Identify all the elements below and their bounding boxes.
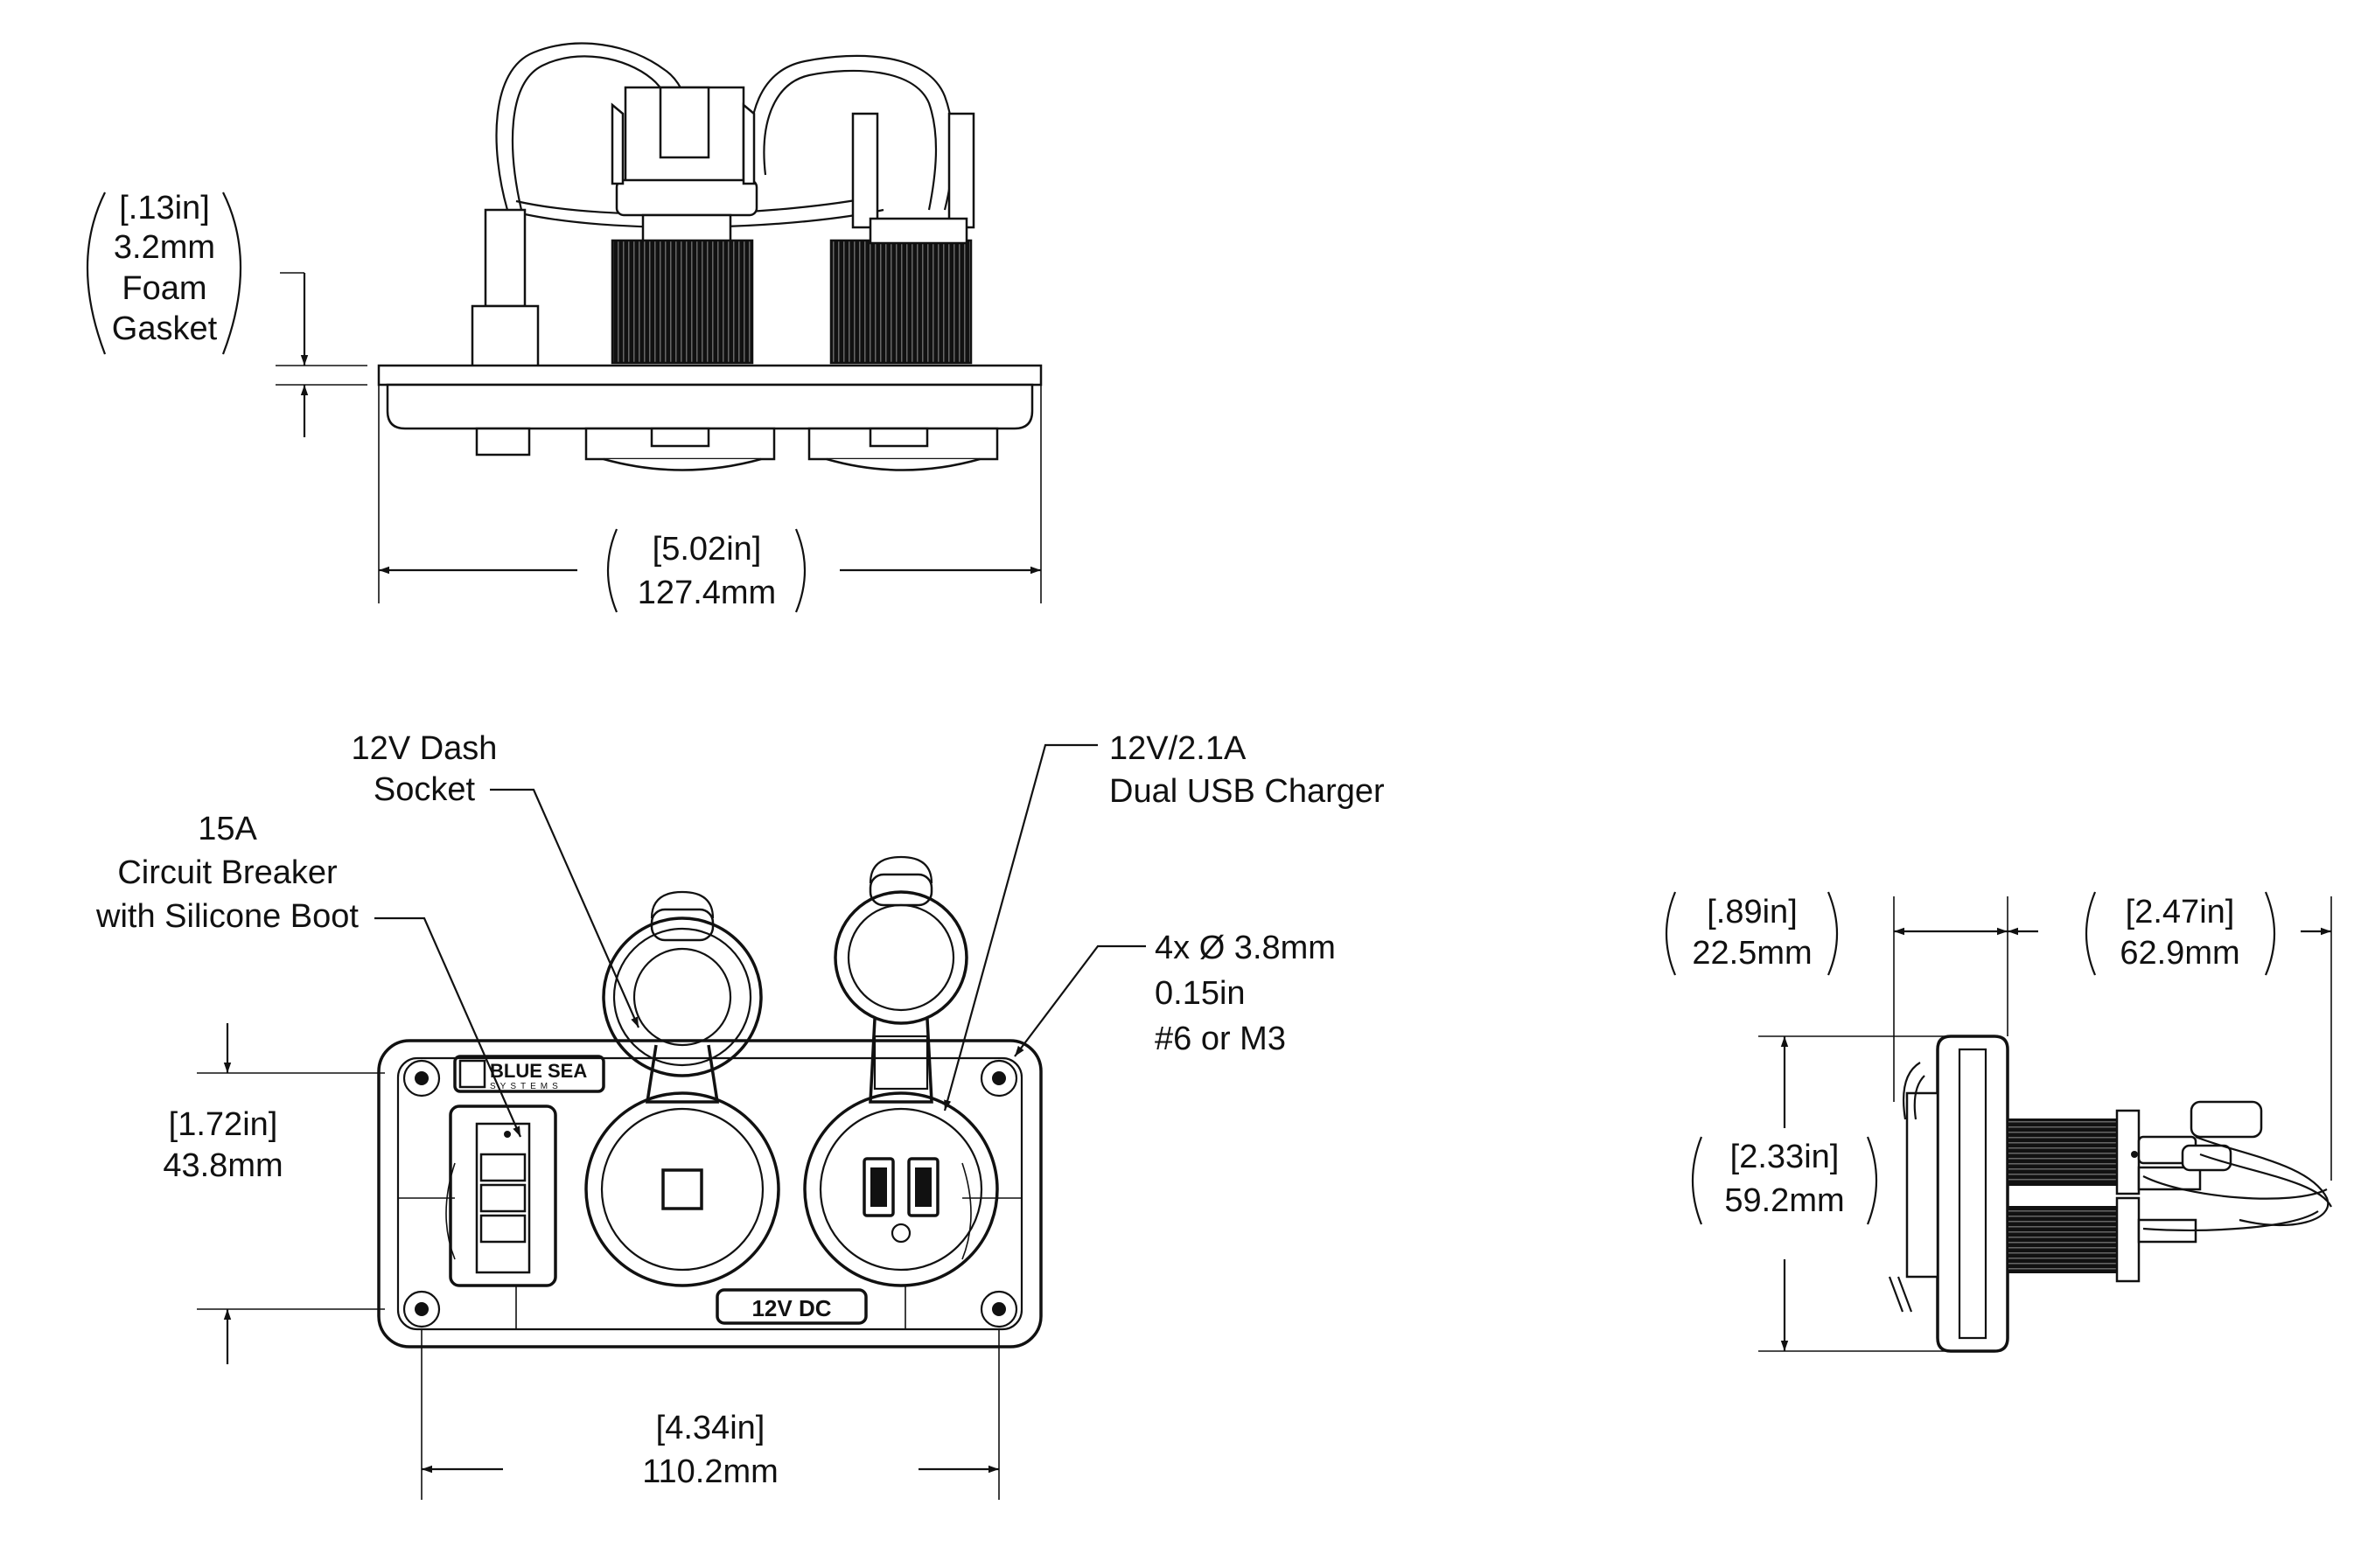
usb-terminals: [851, 112, 975, 245]
gasket-mm-label: 3.2mm: [114, 229, 215, 266]
side-depth-dimensions: [.89in] 22.5mm [2.47in] 62.9mm: [1665, 891, 2332, 1181]
usb-charger-thread: [829, 239, 973, 365]
top-view: [.13in] 3.2mm Foam Gasket [5.02in] 127.4…: [86, 42, 1043, 613]
depth-front-mm-label: 22.5mm: [1692, 935, 1812, 972]
breaker-label-line3: with Silicone Boot: [95, 898, 359, 935]
mounting-holes: [402, 1059, 1018, 1328]
brand-line1: BLUE SEA: [490, 1060, 587, 1082]
gasket-dimension: [.13in] 3.2mm Foam Gasket: [86, 190, 367, 437]
usb-charger: [803, 855, 999, 1287]
holes-label-line3: #6 or M3: [1155, 1021, 1286, 1057]
hole-spacing-dimension: [4.34in] 110.2mm: [421, 1329, 1000, 1500]
gasket-label-line2: Gasket: [112, 310, 218, 347]
side-view: [2.33in] 59.2mm [.89in] 22.5mm [2.47in] …: [1665, 891, 2332, 1353]
depth-back-mm-label: 62.9mm: [2120, 935, 2239, 972]
dash-socket-thread: [611, 239, 754, 365]
usb-label-line1: 12V/2.1A: [1109, 730, 1247, 767]
brand-logo: BLUE SEA SYSTEMS: [453, 1055, 605, 1093]
side-height-in-label: [2.33in]: [1730, 1139, 1840, 1175]
usb-charger-callout: 12V/2.1A Dual USB Charger: [943, 730, 1385, 1112]
breaker-callout: 15A Circuit Breaker with Silicone Boot: [95, 811, 522, 1138]
plate-label: 12V DC: [716, 1288, 868, 1325]
brand-line2: SYSTEMS: [490, 1082, 562, 1091]
dash-socket-label-line1: 12V Dash: [352, 730, 498, 767]
plate-label-text: 12V DC: [751, 1295, 831, 1321]
usb-label-line2: Dual USB Charger: [1109, 773, 1385, 810]
front-height-mm-label: 43.8mm: [163, 1147, 283, 1184]
front-view: BLUE SEA SYSTEMS: [95, 730, 1385, 1500]
holes-callout: 4x Ø 3.8mm 0.15in #6 or M3: [1014, 930, 1336, 1057]
width-mm-label: 127.4mm: [638, 575, 776, 611]
front-height-dimension: [1.72in] 43.8mm: [163, 1023, 385, 1364]
front-height-in-label: [1.72in]: [169, 1106, 278, 1143]
width-dimension: [5.02in] 127.4mm: [378, 385, 1042, 613]
gasket-label-line1: Foam: [122, 270, 206, 307]
width-in-label: [5.02in]: [653, 531, 762, 568]
dash-socket-callout: 12V Dash Socket: [352, 730, 640, 1028]
fuse-holder: [611, 86, 758, 243]
depth-front-in-label: [.89in]: [1707, 894, 1798, 930]
circuit-breaker: [449, 1105, 557, 1287]
dash-socket: [584, 890, 780, 1287]
side-height-mm-label: 59.2mm: [1724, 1182, 1844, 1219]
breaker-terminal: [471, 208, 540, 369]
breaker-label-line1: 15A: [198, 811, 257, 847]
hole-spacing-mm-label: 110.2mm: [642, 1453, 779, 1490]
breaker-label-line2: Circuit Breaker: [117, 854, 338, 891]
side-height-dimension: [2.33in] 59.2mm: [1691, 1035, 1951, 1352]
holes-label-line2: 0.15in: [1155, 975, 1246, 1012]
hole-spacing-in-label: [4.34in]: [656, 1410, 765, 1446]
gasket-in-label: [.13in]: [119, 190, 210, 226]
dash-socket-label-line2: Socket: [374, 771, 476, 808]
panel-plate-top: [377, 364, 1043, 471]
depth-back-in-label: [2.47in]: [2126, 894, 2235, 930]
holes-label-line1: 4x Ø 3.8mm: [1155, 930, 1336, 966]
